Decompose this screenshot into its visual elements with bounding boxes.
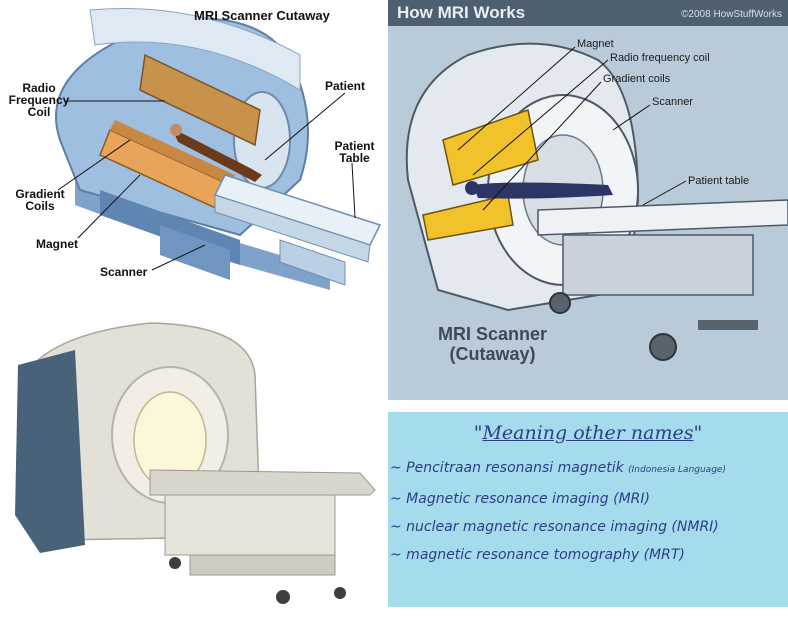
other-name-item-3: ~ nuclear magnetic resonance imaging (NM… <box>390 519 719 535</box>
how-label-patient-table: Patient table <box>688 175 749 187</box>
how-label-magnet: Magnet <box>577 38 614 50</box>
label-gradient-coils: Gradient Coils <box>12 188 68 212</box>
how-label-scanner: Scanner <box>652 96 693 108</box>
label-magnet: Magnet <box>36 238 78 250</box>
label-radio-frequency-coil: Radio Frequency Coil <box>4 82 74 118</box>
other-names-panel: "Meaning other names" ~ Pencitraan reson… <box>388 412 788 607</box>
cutaway-title: MRI Scanner Cutaway <box>194 8 330 23</box>
label-scanner: Scanner <box>100 266 147 278</box>
how-label-rf-coil: Radio frequency coil <box>610 52 710 64</box>
other-names-heading: "Meaning other names" <box>388 422 788 444</box>
how-mri-works-panel: How MRI Works ©2008 HowStuffWorks Magnet… <box>388 0 788 400</box>
mri-photo-panel <box>0 305 388 617</box>
other-name-item-1-text: ~ Pencitraan resonansi magnetik <box>390 460 624 476</box>
label-patient: Patient <box>325 80 365 92</box>
other-name-item-4: ~ magnetic resonance tomography (MRT) <box>390 547 685 563</box>
how-label-gradient-coils: Gradient coils <box>603 73 670 85</box>
heading-quote-close: " <box>694 422 703 444</box>
cutaway-illustration <box>0 0 388 305</box>
how-caption-line2: (Cutaway) <box>438 344 547 364</box>
how-caption-line1: MRI Scanner <box>438 324 547 344</box>
cutaway-panel: MRI Scanner Cutaway Radio Frequency Coil… <box>0 0 388 305</box>
mri-machine-photo <box>0 305 388 617</box>
other-name-item-1: ~ Pencitraan resonansi magnetik (Indones… <box>390 460 726 476</box>
other-name-item-1-note: (Indonesia Language) <box>628 465 726 475</box>
other-names-heading-text: Meaning other names <box>482 422 693 444</box>
other-name-item-2: ~ Magnetic resonance imaging (MRI) <box>390 491 650 507</box>
label-patient-table: Patient Table <box>332 140 377 164</box>
how-caption: MRI Scanner (Cutaway) <box>438 324 547 364</box>
